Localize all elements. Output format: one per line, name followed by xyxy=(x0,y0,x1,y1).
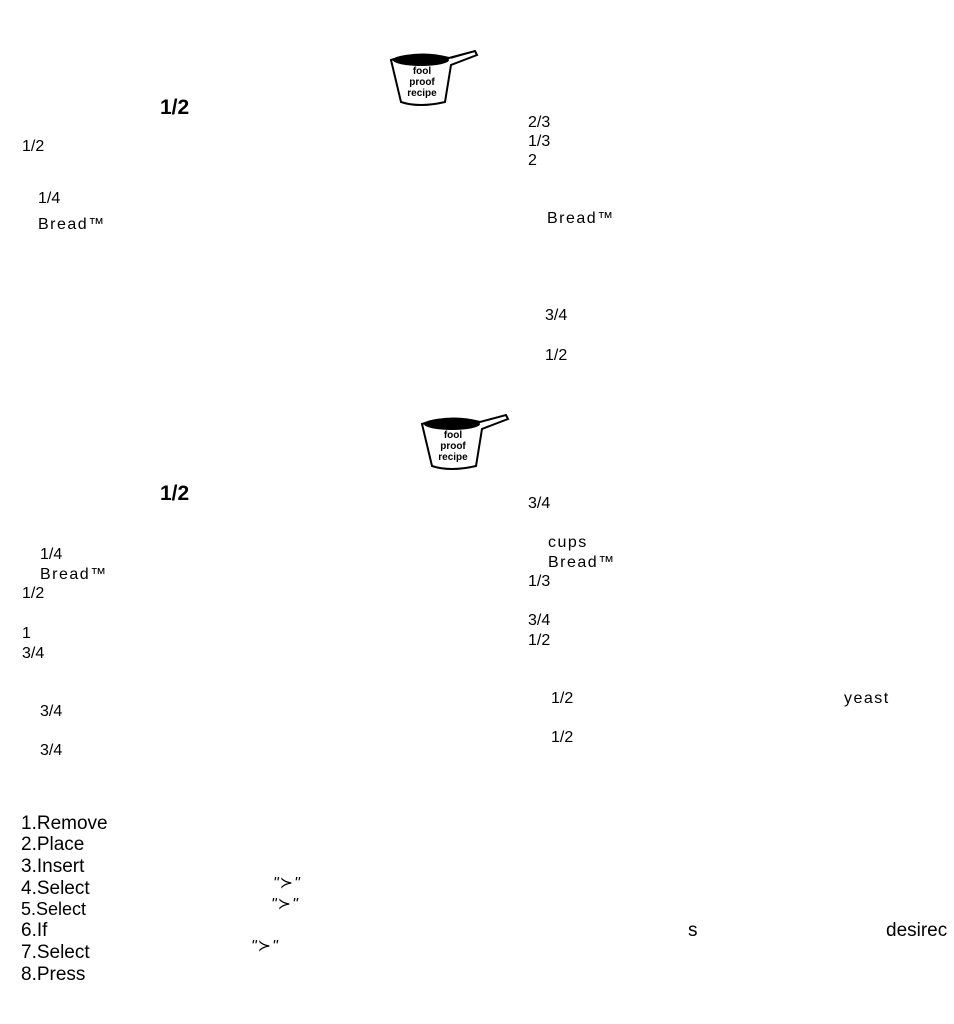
step-4-symbol: "≻" xyxy=(273,875,301,892)
recipe1-left-line2: 1/4 xyxy=(38,190,61,207)
fool-proof-recipe-logo-top: fool proof recipe xyxy=(389,48,479,113)
step-7-label: 7.Select xyxy=(21,942,90,963)
logo-line-fool: fool xyxy=(444,430,463,441)
recipe2-right-line7-tail: yeast xyxy=(844,690,890,707)
step-5-symbol: "≻" xyxy=(271,896,299,913)
recipe2-size-fraction: 1/2 xyxy=(160,482,190,505)
recipe2-right-line2: cups xyxy=(548,534,588,551)
recipe2-left-line1: 1/4 xyxy=(40,546,63,563)
recipe2-left-line7: 3/4 xyxy=(40,742,63,759)
recipe1-right-line4: Bread™ xyxy=(547,210,615,227)
step-6-label: 6.If xyxy=(21,920,48,941)
fool-proof-recipe-logo-bottom: fool proof recipe xyxy=(420,412,510,477)
logo-line-recipe: recipe xyxy=(438,452,468,463)
logo-line-proof: proof xyxy=(440,441,466,452)
recipe2-left-line2: Bread™ xyxy=(40,566,108,583)
recipe1-left-line1: 1/2 xyxy=(22,138,45,155)
step-8-label: 8.Press xyxy=(21,964,86,985)
step-6-mid: s xyxy=(688,920,698,941)
step-5-label: 5.Select xyxy=(21,899,87,919)
step-1-label: 1.Remove xyxy=(21,813,108,834)
recipe2-right-line5: 3/4 xyxy=(528,612,551,629)
step-7-symbol: "≻" xyxy=(251,938,279,955)
step-6-tail: desirec xyxy=(886,920,948,941)
step-2-label: 2.Place xyxy=(21,834,85,855)
measuring-cup-icon: fool proof recipe xyxy=(420,413,510,470)
recipe2-right-line8: 1/2 xyxy=(551,729,574,746)
recipe2-right-line7: 1/2 xyxy=(551,690,574,707)
logo-line-fool: fool xyxy=(413,66,432,77)
recipe1-left-line3: Bread™ xyxy=(38,216,106,233)
logo-line-proof: proof xyxy=(409,77,435,88)
recipe2-right-line4: 1/3 xyxy=(528,573,551,590)
measuring-cup-icon: fool proof recipe xyxy=(389,49,479,106)
recipe1-right-line2: 1/3 xyxy=(528,133,551,150)
recipe2-left-line5: 3/4 xyxy=(22,645,45,662)
recipe1-right-line5: 3/4 xyxy=(545,307,568,324)
recipe1-size-fraction: 1/2 xyxy=(160,96,190,119)
step-3-label: 3.Insert xyxy=(21,856,85,877)
logo-line-recipe: recipe xyxy=(407,88,437,99)
recipe2-left-line3: 1/2 xyxy=(22,585,45,602)
step-4-label: 4.Select xyxy=(21,878,90,899)
recipe1-right-line1: 2/3 xyxy=(528,114,551,131)
recipe2-right-line3: Bread™ xyxy=(548,554,616,571)
recipe1-right-line3: 2 xyxy=(528,152,537,169)
recipe2-left-line6: 3/4 xyxy=(40,703,63,720)
recipe2-right-line1: 3/4 xyxy=(528,495,551,512)
recipe2-right-line6: 1/2 xyxy=(528,632,551,649)
recipe2-left-line4: 1 xyxy=(22,625,31,642)
recipe1-right-line6: 1/2 xyxy=(545,347,568,364)
